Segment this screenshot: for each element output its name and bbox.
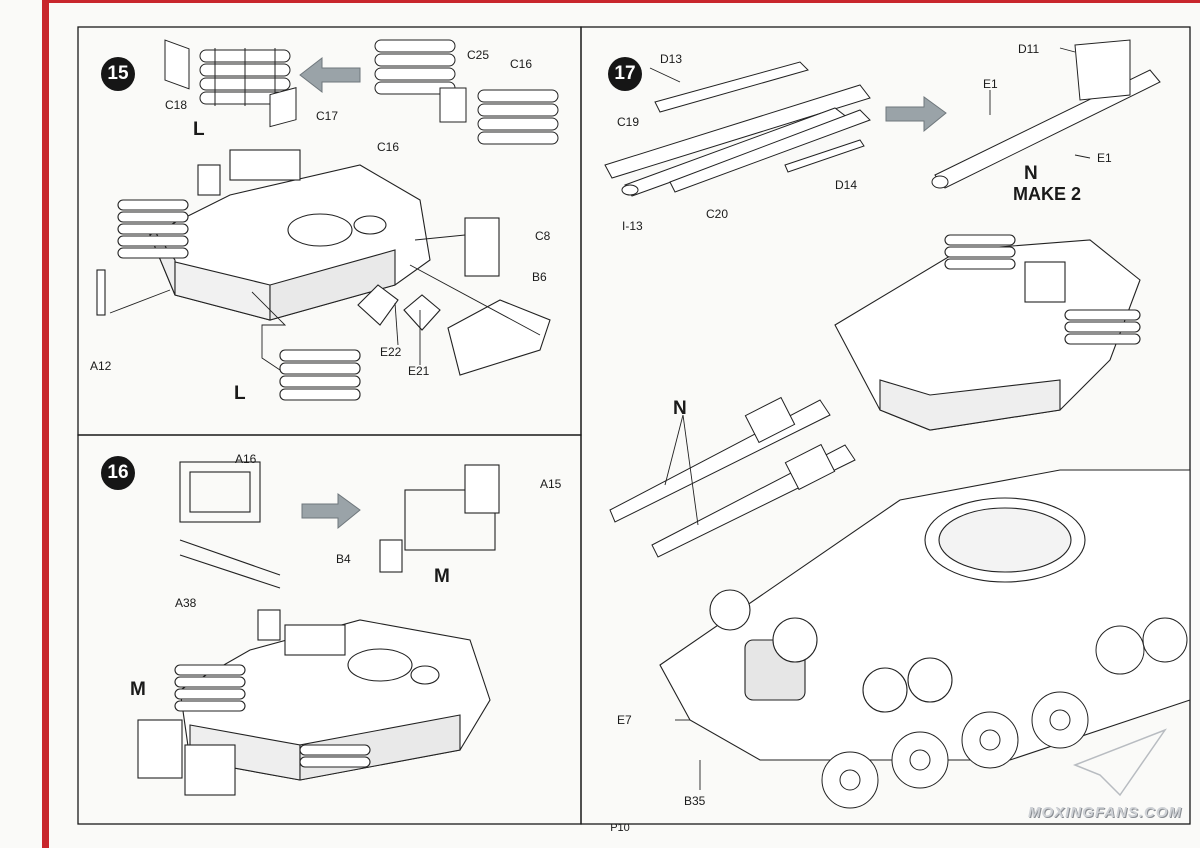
part-label-c25: C25 (467, 48, 490, 62)
part-label-a16: A16 (235, 452, 257, 466)
step17-direction-arrow (885, 96, 947, 133)
part-label-c16-right: C16 (510, 57, 533, 71)
step16-hull-drawing (137, 609, 491, 796)
step15-hull-drawing (96, 149, 551, 401)
part-label-c19: C19 (617, 115, 640, 129)
step17-road-wheels (821, 617, 1188, 809)
page-number: P10 (610, 822, 630, 834)
watermark-text: MOXINGFANS.COM (1027, 804, 1182, 821)
step17-barrel-parts (604, 61, 871, 197)
step17-assembled-barrel (931, 39, 1161, 189)
part-label-c17: C17 (316, 109, 339, 123)
callout-l-top: L (193, 119, 205, 140)
part-label-b6: B6 (532, 270, 547, 284)
step17-vehicle-hull (659, 469, 1191, 761)
callout-m-bottom: M (130, 679, 146, 700)
callout-m-top: M (434, 566, 450, 587)
step17-turret-drawing (834, 234, 1141, 431)
page-margin-red-bar (42, 0, 49, 848)
part-label-e1-lower: E1 (1097, 151, 1112, 165)
step-number-15: 15 (101, 57, 135, 91)
part-label-d11: D11 (1018, 42, 1040, 56)
page-top-red-line (42, 0, 1200, 3)
panel-frames (77, 26, 1191, 825)
step-number-16: 16 (101, 456, 135, 490)
callout-l-bottom: L (234, 383, 246, 404)
part-label-i13: I-13 (622, 219, 643, 233)
step16-direction-arrow (301, 493, 361, 530)
part-label-e7: E7 (617, 713, 632, 727)
step17-gun-barrels (609, 396, 856, 558)
step-number-17: 17 (608, 57, 642, 91)
part-label-a38: A38 (175, 596, 197, 610)
step15-leader-lines (109, 234, 541, 371)
step15-rocket-pods-top (164, 39, 559, 145)
callout-make-2: MAKE 2 (1013, 184, 1082, 204)
part-label-c18: C18 (165, 98, 188, 112)
part-label-e1-upper: E1 (983, 77, 998, 91)
step15-direction-arrow (299, 56, 361, 94)
part-label-a15: A15 (540, 477, 562, 491)
part-label-a12: A12 (90, 359, 112, 373)
part-label-c8: C8 (535, 229, 551, 243)
part-label-e22: E22 (380, 345, 402, 359)
part-label-b35: B35 (684, 794, 706, 808)
step17-leader-lines (649, 47, 1091, 790)
callout-n-bottom: N (673, 398, 687, 419)
part-label-d14: D14 (835, 178, 858, 192)
part-label-e21: E21 (408, 364, 430, 378)
step16-rails-drawing (179, 461, 500, 589)
part-label-c16-left: C16 (377, 140, 400, 154)
part-label-c20: C20 (706, 207, 729, 221)
watermark-plane-logo (1072, 728, 1168, 797)
part-label-b4: B4 (336, 552, 351, 566)
part-label-d13: D13 (660, 52, 683, 66)
callout-n-top: N (1024, 163, 1038, 184)
